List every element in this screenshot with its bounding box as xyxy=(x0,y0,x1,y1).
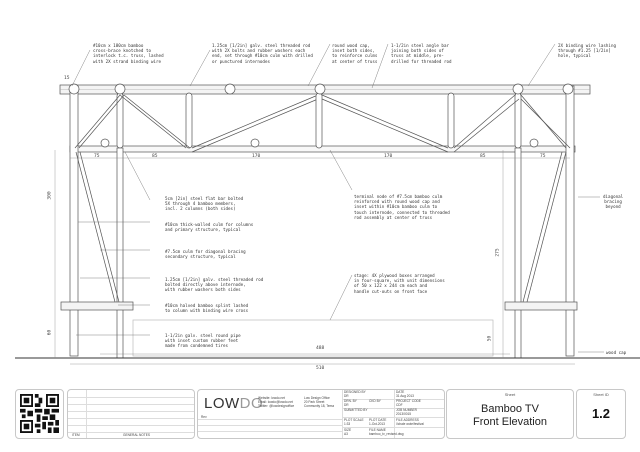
general-notes-panel: ITEM GENERAL NOTES xyxy=(67,389,195,439)
designed-by-value: DR xyxy=(344,394,349,398)
dim-inner-width: 488 xyxy=(316,346,325,351)
job-number-value: 2013/0015 xyxy=(396,412,412,416)
sheet-id-panel: Sheet ID 1.2 xyxy=(576,389,626,439)
dim-base-left: 60 xyxy=(47,329,53,336)
note-crossbrace: #10cm x 180cm bamboo cross-brace knotche… xyxy=(93,43,164,64)
dim-top-offset: 15 xyxy=(64,76,70,81)
sheet-title-line2: Front Elevation xyxy=(473,416,547,428)
file-address-label: FILE ADDRESS xyxy=(396,418,419,422)
date-value: 31 Aug 2013 xyxy=(396,394,414,398)
project-code-label: PROJECT CODE xyxy=(396,399,421,403)
job-number-label: JOB NUMBER xyxy=(396,408,417,412)
dim-overall-width: 510 xyxy=(316,366,325,371)
company-logo: LOWDO xyxy=(204,395,264,412)
firm-contact: Website: lowdo.net Email: lowdo@lowdo.ne… xyxy=(258,396,295,408)
drawn-by-value: DR xyxy=(344,403,349,407)
dim-span-75-left: 75 xyxy=(94,154,100,159)
submitted-by-label: SUBMITTED BY xyxy=(344,408,368,412)
drawn-by-label: DRN. BY xyxy=(344,399,357,403)
dim-span-85-right: 85 xyxy=(480,154,486,159)
note-wood-cap-base: wood cap xyxy=(606,350,627,355)
designed-by-label: DESIGNED BY xyxy=(344,390,366,394)
dim-span-75-right: 75 xyxy=(540,154,546,159)
plot-date-label: PLOT DATE xyxy=(369,418,387,422)
dim-span-85-left: 85 xyxy=(152,154,158,159)
note-splint: #10cm halved bamboo splint lashed to col… xyxy=(165,303,249,314)
dim-base-right: 50 xyxy=(487,335,493,342)
note-wood-cap: round wood cap, inset both sides, to rei… xyxy=(332,43,378,64)
dim-height-left: 300 xyxy=(47,191,53,200)
firm-info-panel: LOWDO Website: lowdo.net Email: lowdo@lo… xyxy=(197,389,445,439)
date-label: DATE xyxy=(396,390,405,394)
firm-address: Low Design Office 20 Park Street Communi… xyxy=(304,396,335,408)
dim-span-170-left: 170 xyxy=(252,154,261,159)
sheet-title-line1: Bamboo TV xyxy=(481,403,539,415)
qr-code-icon xyxy=(20,394,59,433)
note-bracing-culm: #7.5cm culm for diagonal bracing seconda… xyxy=(165,249,246,260)
item-label: ITEM xyxy=(72,433,80,437)
sheet-id-value: 1.2 xyxy=(591,406,611,421)
file-name-label: FILE NAME xyxy=(369,428,386,432)
note-column-culm: #10cm thick-walled culm for columns and … xyxy=(165,222,254,233)
note-round-pipe: 1-1/2in galv. steel round pipe with inse… xyxy=(165,333,241,349)
sheet-label: Sheet xyxy=(504,392,516,397)
file-name-value: bamboo_tv_revised.dwg xyxy=(369,432,404,436)
note-threaded-rod-mid: 1.25cm [1/2in] galv. steel threaded rod … xyxy=(165,277,264,293)
note-threaded-rod-top: 1.25cm [1/2in] galv. steel threaded rod … xyxy=(212,43,313,64)
checked-by-label: CKD BY xyxy=(369,399,381,403)
project-code-value: CDF xyxy=(396,403,403,407)
general-notes-label: GENERAL NOTES xyxy=(123,433,150,437)
rev-label: Rev xyxy=(201,415,207,419)
note-diagonal-bracing: diagonal bracing beyond xyxy=(603,194,624,210)
note-terminal-node: terminal node of #7.5cm bamboo culm rein… xyxy=(354,194,450,220)
plot-scale-value: 1:33 xyxy=(344,422,351,426)
note-flat-bar: 5cm [2in] steel flat bar bolted 5X throu… xyxy=(165,196,244,212)
size-value: A3 xyxy=(344,432,348,436)
sheet-title-panel: Sheet Bamboo TV Front Elevation xyxy=(446,389,574,439)
sheet-id-label: Sheet ID xyxy=(593,392,609,397)
plot-scale-label: PLOT SCALE xyxy=(344,418,364,422)
sheet-title: Bamboo TV Front Elevation xyxy=(447,403,573,429)
note-stage: stage: 4X plywood boxes arranged in four… xyxy=(354,273,445,294)
dim-span-170-right: 170 xyxy=(384,154,393,159)
elevation-drawing: #10cm x 180cm bamboo cross-brace knotche… xyxy=(15,43,640,371)
file-address-value: //chale wote/festival xyxy=(396,422,424,426)
qr-code-panel xyxy=(15,389,64,439)
size-label: SIZE xyxy=(344,428,352,432)
note-binding-wire: 2X binding wire lashing through #1.25 [1… xyxy=(558,43,616,59)
plot-date-value: 1-Oct-2013 xyxy=(369,422,385,426)
dim-height-right: 275 xyxy=(495,248,501,257)
bamboo-frame-elevation xyxy=(15,43,640,365)
note-angle-bar: 1-1/2in steel angle bar joining both sid… xyxy=(391,43,452,64)
